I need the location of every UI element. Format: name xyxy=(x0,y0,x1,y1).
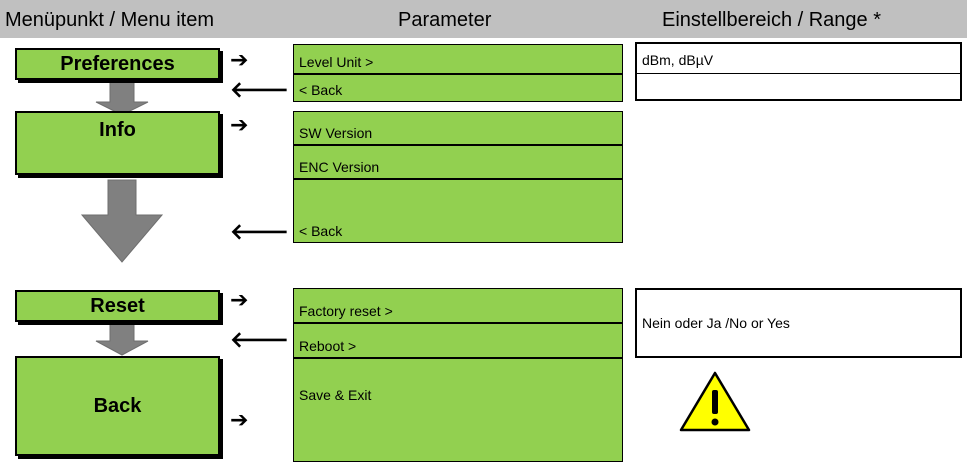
menu-info-label: Info xyxy=(99,119,136,141)
param-sw-version-label: SW Version xyxy=(299,125,373,141)
warning-triangle-icon xyxy=(679,371,751,432)
param-back-label: < Back xyxy=(299,82,343,98)
down-arrow-icon xyxy=(95,321,149,356)
range-reset-confirm-value: Nein oder Ja /No or Yes xyxy=(642,315,790,331)
header-menu-item: Menüpunkt / Menu item xyxy=(5,9,214,31)
menu-back[interactable]: Back xyxy=(15,356,220,456)
range-reset-confirm: Nein oder Ja /No or Yes xyxy=(635,288,962,358)
right-arrow-icon: ➔ xyxy=(230,288,249,313)
param-back-label: < Back xyxy=(299,223,343,239)
menu-reset[interactable]: Reset xyxy=(15,290,220,322)
param-save-exit[interactable]: Save & Exit xyxy=(293,358,623,462)
right-arrow-icon: ➔ xyxy=(230,408,249,433)
param-sw-version: SW Version xyxy=(293,111,623,145)
menu-preferences-label: Preferences xyxy=(60,52,175,75)
param-save-exit-label: Save & Exit xyxy=(299,387,372,403)
table-header: Menüpunkt / Menu item Parameter Einstell… xyxy=(0,0,967,38)
param-back[interactable]: < Back xyxy=(293,74,623,102)
param-back[interactable]: < Back xyxy=(293,179,623,243)
param-level-unit[interactable]: Level Unit > xyxy=(293,44,623,74)
param-level-unit-label: Level Unit > xyxy=(299,54,374,70)
header-range: Einstellbereich / Range * xyxy=(662,9,882,31)
left-arrow-icon: 🡐 xyxy=(230,328,289,353)
range-level-unit: dBm, dBµV xyxy=(635,42,962,75)
menu-back-label: Back xyxy=(93,394,142,417)
range-level-unit-value: dBm, dBµV xyxy=(642,52,714,68)
param-factory-reset-label: Factory reset > xyxy=(299,303,393,319)
right-arrow-icon: ➔ xyxy=(230,113,249,138)
param-factory-reset[interactable]: Factory reset > xyxy=(293,288,623,323)
down-arrow-icon xyxy=(80,179,164,263)
menu-reset-label: Reset xyxy=(90,294,145,317)
param-enc-version-label: ENC Version xyxy=(299,159,380,175)
param-enc-version: ENC Version xyxy=(293,145,623,179)
left-arrow-icon: 🡐 xyxy=(230,220,289,245)
menu-info[interactable]: Info xyxy=(15,111,220,175)
down-arrow-icon xyxy=(95,81,149,116)
param-reboot[interactable]: Reboot > xyxy=(293,323,623,358)
right-arrow-icon: ➔ xyxy=(230,48,249,73)
param-reboot-label: Reboot > xyxy=(299,338,357,354)
left-arrow-icon: 🡐 xyxy=(230,78,289,103)
header-parameter: Parameter xyxy=(398,9,492,31)
menu-preferences[interactable]: Preferences xyxy=(15,48,220,80)
range-empty xyxy=(635,73,962,101)
